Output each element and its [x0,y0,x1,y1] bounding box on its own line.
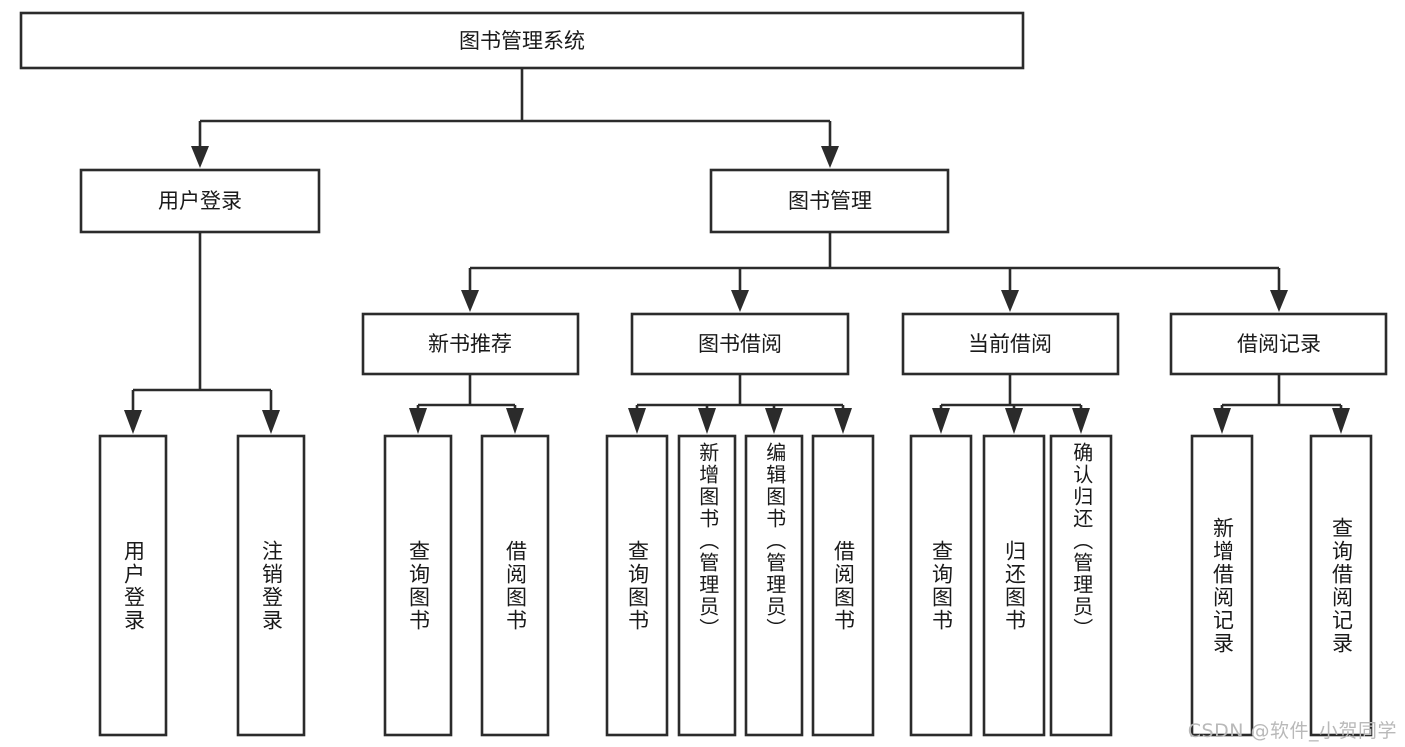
node-box-leaf-add-record[interactable] [1190,434,1254,737]
arrowhead-leaf-edit-book [765,408,783,434]
node-box-leaf-confirm-return[interactable] [1049,434,1113,737]
node-label-new-book-rec: 新书推荐 [428,332,512,356]
arrowhead-leaf-query-book-3 [932,408,950,434]
arrowhead-leaf-query-book-1 [409,408,427,434]
node-label-leaf-add-book: 新增图书（管理员） [695,442,720,640]
leaf-label-wrap-query-book-1: 查询图书 [385,436,451,735]
node-box-leaf-query-book-1[interactable] [383,434,453,737]
node-box-leaf-edit-book[interactable] [744,434,804,737]
node-label-leaf-edit-book: 编辑图书（管理员） [762,442,787,640]
arrowhead-leaf-logout [262,410,280,434]
leaf-label-wrap-query-record: 查询借阅记录 [1311,436,1371,735]
node-label-root: 图书管理系统 [459,29,585,53]
node-box-borrow-record[interactable] [1169,312,1388,376]
node-label-book-borrow: 图书借阅 [698,332,782,356]
leaf-label-wrap-edit-book: 编辑图书（管理员） [746,436,802,735]
node-label-leaf-logout: 注销登录 [259,539,284,632]
arrowhead-leaf-borrow-book-2 [834,408,852,434]
node-label-current-borrow: 当前借阅 [968,332,1052,356]
node-label-leaf-query-book-2: 查询图书 [625,539,650,632]
arrowhead-borrow-record [1270,290,1288,312]
arrowhead-leaf-add-record [1213,408,1231,434]
connector-layer [124,68,1350,434]
arrowhead-leaf-borrow-book-1 [506,408,524,434]
node-label-user-login: 用户登录 [158,189,242,213]
node-label-leaf-user-login: 用户登录 [121,539,146,632]
leaf-label-wrap-logout: 注销登录 [238,436,304,735]
arrowhead-book-borrow [731,290,749,312]
arrowhead-leaf-user-login [124,410,142,434]
leaf-label-wrap-borrow-book-2: 借阅图书 [813,436,873,735]
node-label-leaf-confirm-return: 确认归还（管理员） [1069,442,1094,640]
leaf-label-wrap-borrow-book-1: 借阅图书 [482,436,548,735]
arrowhead-leaf-return-book [1005,408,1023,434]
node-box-book-borrow[interactable] [630,312,850,376]
leaf-label-wrap-query-book-2: 查询图书 [607,436,667,735]
node-box-leaf-borrow-book-2[interactable] [811,434,875,737]
arrowhead-leaf-add-book [698,408,716,434]
leaf-label-wrap-add-book: 新增图书（管理员） [679,436,735,735]
arrowhead-current-borrow [1001,290,1019,312]
node-label-borrow-record: 借阅记录 [1237,332,1321,356]
leaf-label-wrap-user-login: 用户登录 [100,436,166,735]
node-label-leaf-add-record: 新增借阅记录 [1210,516,1235,655]
leaf-label-wrap-confirm-return: 确认归还（管理员） [1051,436,1111,735]
arrowhead-book-manage [821,146,839,168]
arrowhead-leaf-confirm-return [1072,408,1090,434]
arrowhead-new-book-rec [461,290,479,312]
node-box-leaf-query-record[interactable] [1309,434,1373,737]
node-box-root[interactable] [19,11,1025,70]
node-box-leaf-user-login[interactable] [98,434,168,737]
node-layer: 图书管理系统 用户登录 图书管理 新书推荐 图书借阅 当前借阅 借阅记录 [19,11,1388,737]
node-box-book-manage[interactable] [709,168,950,234]
arrowhead-leaf-query-book-2 [628,408,646,434]
node-box-user-login[interactable] [79,168,321,234]
node-label-book-manage: 图书管理 [788,189,872,213]
node-label-leaf-query-book-3: 查询图书 [929,539,954,632]
node-box-leaf-add-book[interactable] [677,434,737,737]
leaf-label-wrap-add-record: 新增借阅记录 [1192,436,1252,735]
node-box-new-book-rec[interactable] [361,312,580,376]
node-box-current-borrow[interactable] [901,312,1120,376]
node-box-leaf-logout[interactable] [236,434,306,737]
arrowhead-user-login [191,146,209,168]
node-box-leaf-return-book[interactable] [982,434,1046,737]
arrowhead-leaf-query-record [1332,408,1350,434]
leaf-label-wrap-return-book: 归还图书 [984,436,1044,735]
node-label-leaf-query-record: 查询借阅记录 [1329,516,1354,655]
node-box-leaf-query-book-2[interactable] [605,434,669,737]
node-label-leaf-borrow-book-2: 借阅图书 [831,539,856,632]
node-box-leaf-query-book-3[interactable] [909,434,973,737]
node-label-leaf-query-book-1: 查询图书 [406,539,431,632]
leaf-label-wrap-query-book-3: 查询图书 [911,436,971,735]
node-label-leaf-return-book: 归还图书 [1002,539,1027,632]
csdn-watermark: CSDN @软件_小贺同学 [1187,720,1397,742]
node-box-leaf-borrow-book-1[interactable] [480,434,550,737]
node-label-leaf-borrow-book-1: 借阅图书 [503,539,528,632]
